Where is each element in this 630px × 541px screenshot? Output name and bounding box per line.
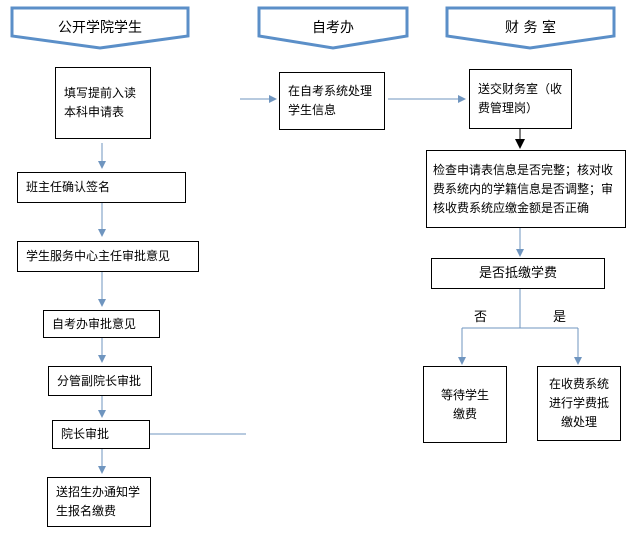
step-wait-payment: 等待学生缴费 [423, 366, 507, 443]
step-president: 院长审批 [52, 420, 150, 449]
header-arrow-college [10, 6, 190, 50]
step-offset-process: 在收费系统进行学费抵缴处理 [537, 366, 621, 441]
step-check-info: 检查申请表信息是否完整；核对收费系统内的学籍信息是否调整；审核收费系统应缴金额是… [426, 150, 626, 228]
step-notify-student: 送招生办通知学生报名缴费 [47, 477, 151, 527]
step-send-finance: 送交财务室（收费管理岗） [469, 69, 572, 129]
header-college: 公开学院学生 [58, 20, 142, 36]
header-arrow-exam-office [257, 6, 409, 50]
step-vice-president: 分管副院长审批 [48, 366, 152, 396]
step-exam-system: 在自考系统处理学生信息 [279, 72, 385, 130]
step-decision: 是否抵缴学费 [431, 258, 605, 289]
branch-label-yes: 是 [553, 310, 567, 325]
branch-label-no: 否 [474, 310, 488, 325]
header-finance: 财 务 室 [505, 20, 556, 36]
step-service-center: 学生服务中心主任审批意见 [17, 241, 199, 272]
step-teacher-sign: 班主任确认签名 [17, 172, 186, 203]
step-fill-form: 填写提前入读本科申请表 [55, 67, 151, 139]
step-exam-office-approve: 自考办审批意见 [43, 310, 160, 338]
header-arrow-finance [445, 6, 616, 50]
header-exam-office: 自考办 [312, 20, 354, 36]
